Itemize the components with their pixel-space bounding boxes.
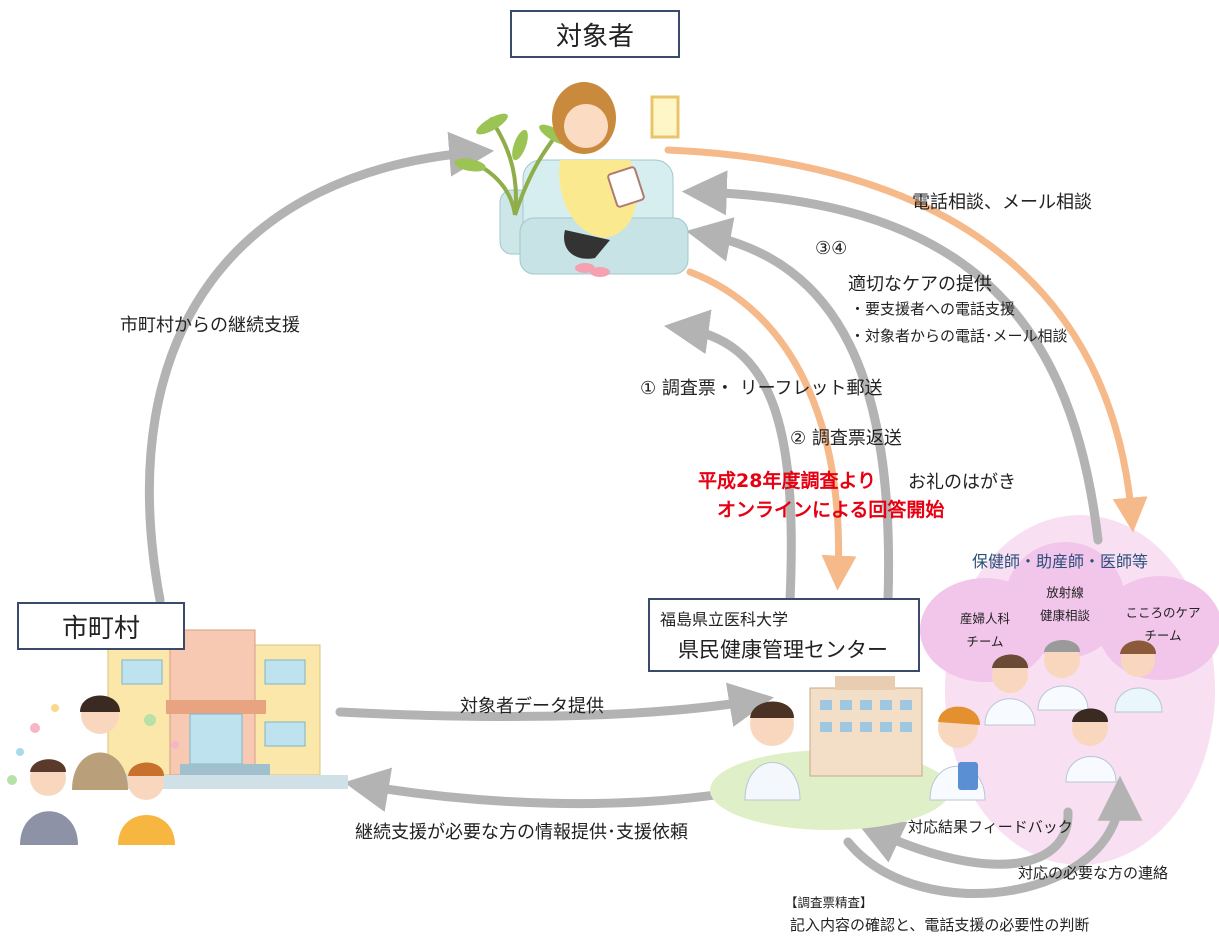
subject-illustration xyxy=(454,82,689,277)
municipality-illustration xyxy=(7,629,348,845)
center-title-box: 福島県立医科大学 県民健康管理センター xyxy=(648,598,920,672)
municipality-title-box: 市町村 xyxy=(17,602,185,650)
label-info-request: 継続支援が必要な方の情報提供･支援依頼 xyxy=(355,822,688,843)
label-contact: 対応の必要な方の連絡 xyxy=(1018,864,1169,882)
label-review-desc: 記入内容の確認と、電話支援の必要性の判断 xyxy=(790,916,1090,934)
label-online1: 平成28年度調査より xyxy=(698,470,877,492)
team-mental-line2: チーム xyxy=(1144,628,1182,643)
arrow-feedback xyxy=(857,807,1073,869)
label-online2: オンラインによる回答開始 xyxy=(717,499,945,521)
team-mental: こころのケア チーム xyxy=(1118,602,1208,644)
label-step1: ① 調査票・ リーフレット郵送 xyxy=(640,378,883,399)
arrow-municipality-to-subject xyxy=(144,131,495,605)
label-step2: ② 調査票返送 xyxy=(790,428,902,449)
label-continuous-support: 市町村からの継続支援 xyxy=(120,315,300,336)
label-care-num: ③④ xyxy=(815,238,848,259)
staff-illustration xyxy=(984,640,1163,783)
team-radiation-line2: 健康相談 xyxy=(1039,608,1090,623)
label-feedback: 対応結果フィードバック xyxy=(908,818,1073,836)
arrow-staff-to-subject xyxy=(681,170,1103,545)
label-thanks: お礼のはがき xyxy=(908,472,1016,493)
team-radiation-line1: 放射線 xyxy=(1046,585,1084,600)
label-care-item1: ・要支援者への電話支援 xyxy=(850,300,1016,318)
team-obgyn-line2: チーム xyxy=(966,634,1004,649)
arrow-center-to-subject-a xyxy=(686,217,894,605)
label-review-title: 【調査票精査】 xyxy=(785,895,873,910)
center-name-line1: 福島県立医科大学 xyxy=(660,610,789,629)
arrow-phone-to-staff xyxy=(664,146,1148,533)
center-illustration xyxy=(710,676,986,830)
arrow-data-to-center xyxy=(335,682,774,727)
label-care-item2: ・対象者からの電話･メール相談 xyxy=(850,327,1068,345)
label-data-provide: 対象者データ提供 xyxy=(460,696,604,717)
label-phone-mail: 電話相談、メール相談 xyxy=(912,192,1092,213)
team-obgyn-line1: 産婦人科 xyxy=(959,611,1010,626)
municipality-title: 市町村 xyxy=(61,613,140,644)
subject-title-box: 対象者 xyxy=(510,10,680,58)
staff-heading: 保健師・助産師・医師等 xyxy=(972,552,1149,571)
label-care-title: 適切なケアの提供 xyxy=(848,274,992,295)
arrow-contact xyxy=(843,775,1143,898)
arrow-center-to-subject-b xyxy=(663,309,796,605)
center-name-line2: 県民健康管理センター xyxy=(678,638,888,662)
team-radiation: 放射線 健康相談 xyxy=(1030,582,1100,624)
subject-title: 対象者 xyxy=(555,21,634,52)
arrow-return-to-center xyxy=(686,268,857,591)
arrow-info-to-municipality xyxy=(344,767,753,812)
team-mental-line1: こころのケア xyxy=(1125,605,1201,620)
team-obgyn: 産婦人科 チーム xyxy=(950,608,1020,650)
